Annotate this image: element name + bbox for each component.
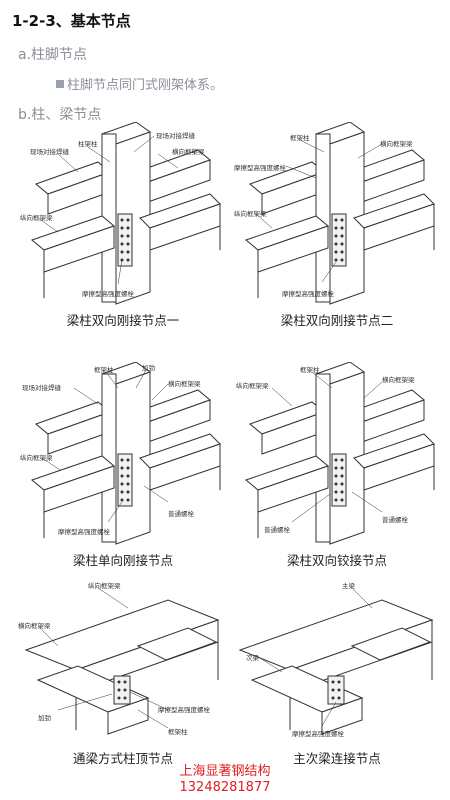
- subsection-column-base: a.柱脚节点: [18, 47, 88, 63]
- diagram-column-top: 纵向框架梁 横向框架梁 加劲 摩擦型高强度螺栓 框架柱 通梁方式柱顶节点: [18, 580, 228, 780]
- bullet-square-icon: [56, 80, 64, 88]
- label-column: 框架柱: [94, 366, 114, 374]
- label-stiffener: 加劲: [142, 364, 155, 372]
- label-bolt: 普通螺栓: [168, 510, 194, 518]
- company-phone: 13248281877: [179, 780, 271, 795]
- label-column: 柱架柱: [78, 140, 98, 148]
- joint-drawing: [245, 122, 435, 305]
- label-longitudinal-beam: 纵向框架梁: [20, 214, 53, 222]
- diagram-oneway-rigid: 加劲 框架柱 现场对接焊缝 横向框架梁 纵向框架梁 摩擦型高强度螺栓 普通螺栓 …: [18, 362, 228, 568]
- label-hs-bolt-2: 摩擦型高强度螺栓: [282, 290, 334, 298]
- company-name: 上海显著钢结构: [179, 764, 271, 779]
- joint-drawing: [25, 587, 219, 735]
- label-transverse-beam: 横向框架梁: [172, 148, 205, 156]
- label-longitudinal-beam: 纵向框架梁: [236, 382, 269, 390]
- diagram-twoway-pinned: 框架柱 纵向框架梁 横向框架梁 普通螺栓 普通螺栓 梁柱双向铰接节点: [232, 362, 442, 568]
- label-transverse-beam: 横向框架梁: [380, 140, 413, 148]
- diagram-rigid-joint-2: 框架柱 摩擦型高强度螺栓 横向框架梁 纵向框架梁 摩擦型高强度螺栓 梁柱双向刚接…: [232, 122, 442, 328]
- label-bolt: 普通螺栓: [264, 526, 290, 534]
- label-hs-bolt: 摩擦型高强度螺栓: [82, 290, 134, 298]
- label-longitudinal-beam: 纵向框架梁: [20, 454, 53, 462]
- bullet-text: 柱脚节点同门式刚架体系。: [67, 78, 224, 93]
- bullet-column-base: 柱脚节点同门式刚架体系。: [56, 74, 223, 93]
- joint-drawing: [239, 587, 433, 735]
- label-hs-bolt: 摩擦型高强度螺栓: [158, 706, 210, 714]
- label-stiffener: 加劲: [38, 714, 51, 722]
- diagram-main-secondary: 主梁 次梁 摩擦型高强度螺栓 主次梁连接节点: [232, 580, 442, 780]
- joint-drawing: [31, 362, 221, 545]
- label-transverse-beam: 横向框架梁: [18, 622, 51, 630]
- caption: 梁柱单向刚接节点: [72, 553, 173, 568]
- label-main-beam: 主梁: [342, 582, 355, 590]
- caption: 梁柱双向刚接节点一: [66, 313, 180, 328]
- diagram-rigid-joint-1: 柱架柱 现场对接焊缝 现场对接焊缝 横向框架梁 纵向框架梁 摩擦型高强度螺栓 梁…: [18, 122, 228, 328]
- label-longitudinal-beam: 纵向框架梁: [88, 582, 121, 590]
- joint-drawing: [31, 122, 221, 305]
- label-weld: 现场对接焊缝: [156, 132, 195, 140]
- caption: 主次梁连接节点: [293, 751, 381, 766]
- caption: 梁柱双向铰接节点: [286, 553, 387, 568]
- caption: 梁柱双向刚接节点二: [280, 313, 394, 328]
- label-column: 框架柱: [290, 134, 310, 142]
- label-transverse-beam: 横向框架梁: [168, 380, 201, 388]
- label-column: 框架柱: [300, 366, 320, 374]
- label-transverse-beam: 横向框架梁: [382, 376, 415, 384]
- label-hs-bolt: 摩擦型高强度螺栓: [58, 528, 110, 536]
- section-heading: 1-2-3、基本节点: [12, 12, 131, 30]
- label-hs-bolt: 摩擦型高强度螺栓: [234, 164, 286, 172]
- caption: 通梁方式柱顶节点: [72, 751, 173, 766]
- label-weld-2: 现场对接焊缝: [30, 148, 69, 156]
- label-secondary-beam: 次梁: [246, 654, 259, 662]
- label-column: 框架柱: [168, 728, 188, 736]
- subsection-column-beam: b.柱、梁节点: [18, 107, 102, 123]
- label-longitudinal-beam: 纵向框架梁: [234, 210, 267, 218]
- joint-drawing: [245, 362, 435, 545]
- label-hs-bolt: 摩擦型高强度螺栓: [292, 730, 344, 738]
- label-weld: 现场对接焊缝: [22, 384, 61, 392]
- label-bolt-2: 普通螺栓: [382, 516, 408, 524]
- company-watermark: 上海显著钢结构 13248281877: [0, 764, 450, 796]
